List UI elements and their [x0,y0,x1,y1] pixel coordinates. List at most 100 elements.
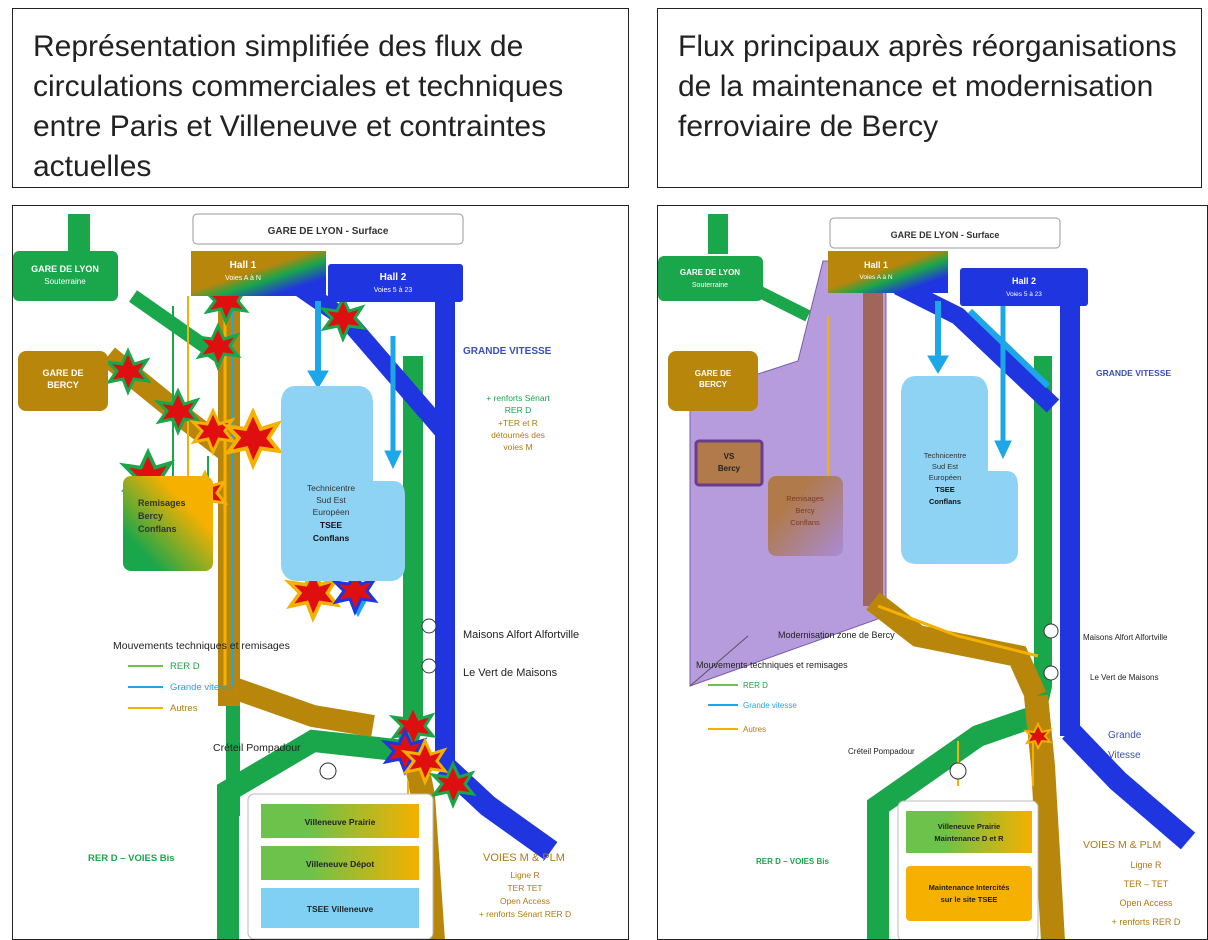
technicentre-line-2: Sud Est [316,495,346,505]
hall2-box [328,264,463,302]
remisages-box [768,476,843,556]
vs-bercy-label-1: VS [724,452,735,461]
gare-bercy-box [668,351,758,411]
technicentre-line-1: Technicentre [924,451,967,460]
hall1-box [828,251,948,293]
villeneuve-prairie-label-1: Villeneuve Prairie [938,822,1000,831]
technicentre-line-1: Technicentre [307,483,355,493]
remisages-box [123,476,213,571]
station-creteil [949,762,967,780]
voies-detail-4: + renforts Sénart RER D [479,909,571,919]
hall1-sublabel: Voies A à N [859,274,893,281]
villeneuve-prairie-box [261,804,419,838]
hall2-label: Hall 2 [1012,276,1036,286]
legend-rer-label: RER D [170,661,200,672]
hall1-sublabel: Voies A à N [225,275,261,282]
station-maisons-alfort [421,618,437,634]
renforts-line-4: détournés des [491,430,545,440]
modernisation-pointer [689,635,749,687]
voies-detail-4: + renforts RER D [1112,917,1181,927]
station-vert-de-maisons [1043,665,1059,681]
legend-title: Mouvements techniques et remisages [696,660,848,670]
villeneuve-prairie-label: Villeneuve Prairie [305,817,376,827]
tsee-villeneuve-box [261,888,419,928]
caption-right: Flux principaux après réorganisations de… [657,8,1202,188]
technicentre-line-4: TSEE [935,485,955,494]
vs-bercy-box [694,439,764,487]
hall1-box [191,251,326,296]
technicentre-line-3: Européen [313,507,350,517]
grande-vitesse-2-label-1: Grande [1108,730,1142,741]
technicentre-line-5: Conflans [313,533,350,543]
hall1-label: Hall 1 [230,260,257,271]
voies-m-plm-details: Ligne R TER – TET Open Access + renforts… [1112,860,1181,927]
renforts-line-2: RER D [505,405,531,415]
grande-vitesse-label: GRANDE VITESSE [463,346,552,357]
legend-gv-label: Grande vitesse [743,701,797,710]
technicentre-line-4: TSEE [320,520,343,530]
hall2-box [960,268,1088,306]
station-vert-de-maisons [421,658,437,674]
villeneuve-prairie-label-2: Maintenance D et R [934,834,1004,843]
remisages-label-1: Remisages [786,494,824,503]
voies-m-plm-label: VOIES M & PLM [1083,839,1161,851]
gare-bercy-label-2: BERCY [47,380,79,390]
gare-lyon-souterraine-box [13,251,118,301]
grande-vitesse-label: GRANDE VITESSE [1096,368,1171,378]
gare-lyon-surface-label: GARE DE LYON - Surface [891,230,1000,240]
remisages-label-1: Remisages [138,498,186,508]
technicentre-label: Technicentre Sud Est Européen TSEE Confl… [924,451,967,506]
technicentre-line-3: Européen [929,473,962,482]
renforts-note: + renforts Sénart RER D +TER et R détour… [486,393,550,452]
legend-other-label: Autres [743,725,766,734]
grande-vitesse-2-label-2: Vitesse [1108,750,1141,761]
gare-lyon-souterraine-label-2: Souterraine [692,282,728,289]
maintenance-intercites-label-2: sur le site TSEE [941,895,998,904]
hall2-label: Hall 2 [380,272,407,283]
gare-bercy-label-1: GARE DE [42,368,83,378]
voies-detail-3: Open Access [500,896,550,906]
arrows-blue [927,301,1051,460]
maisons-alfort-label: Maisons Alfort Alfortville [1083,633,1168,642]
gare-lyon-souterraine-label-1: GARE DE LYON [680,268,740,277]
conflict-star [1023,721,1053,751]
renforts-line-5: voies M [503,442,532,452]
voies-detail-1: Ligne R [510,870,539,880]
rer-d-voies-bis-label: RER D – VOIES Bis [88,853,175,864]
gare-bercy-box [18,351,108,411]
legend-other-label: Autres [170,703,198,714]
technicentre-box [281,386,405,581]
diagram-reorganised-flows: GARE DE LYON - Surface GARE DE LYON Sout… [657,205,1208,940]
voies-detail-2: TER – TET [1124,879,1169,889]
station-maisons-alfort [1043,623,1059,639]
vs-bercy-label-2: Bercy [718,464,741,473]
caption-left: Représentation simplifiée des flux de ci… [12,8,629,188]
hall2-sublabel: Voies 5 à 23 [374,287,413,294]
legend-rer-label: RER D [743,681,768,690]
technicentre-label: Technicentre Sud Est Européen TSEE Confl… [307,483,355,543]
hall2-sublabel: Voies 5 à 23 [1006,291,1042,298]
villeneuve-depot-label: Villeneuve Dépot [306,859,375,869]
gare-lyon-surface-box [192,213,464,245]
creteil-label: Créteil Pompadour [213,742,301,754]
tsee-villeneuve-label: TSEE Villeneuve [307,904,374,914]
voies-detail-1: Ligne R [1130,860,1162,870]
gare-lyon-surface-box [829,217,1061,249]
vert-de-maisons-label: Le Vert de Maisons [1090,673,1158,682]
rer-d-voies-bis-label: RER D – VOIES Bis [756,857,829,866]
remisages-label-3: Conflans [138,524,177,534]
gare-bercy-label-1: GARE DE [695,369,732,378]
remisages-label-3: Conflans [790,518,820,527]
technicentre-box [901,376,1018,564]
track-gold [863,276,1065,939]
maintenance-intercites-label-1: Maintenance Intercités [929,883,1010,892]
legend-gv-label: Grande vitesse [170,682,234,693]
maisons-alfort-label: Maisons Alfort Alfortville [463,629,579,641]
renforts-line-3: +TER et R [498,418,538,428]
voies-detail-3: Open Access [1119,898,1173,908]
remisages-label-2: Bercy [138,511,163,521]
legend-title: Mouvements techniques et remisages [113,640,290,652]
gare-lyon-souterraine-label-2: Souterraine [44,277,86,286]
technicentre-line-5: Conflans [929,497,961,506]
gare-lyon-surface-label: GARE DE LYON - Surface [268,226,389,237]
